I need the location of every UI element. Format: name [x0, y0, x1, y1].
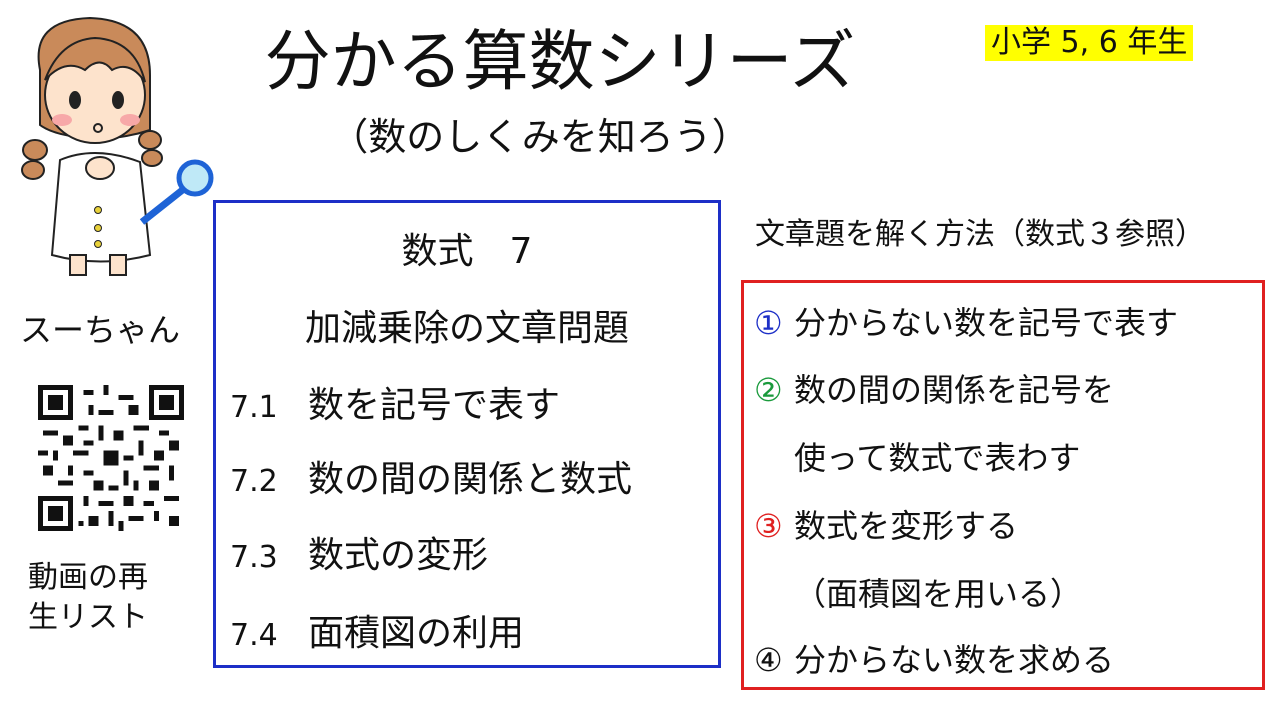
step-text: 使って数式で表わす — [794, 439, 1081, 477]
method-step-continued: （面積図を用いる） — [754, 571, 1082, 617]
step-marker: ① — [754, 304, 783, 342]
method-step: ② 数の間の関係を記号を — [754, 367, 1114, 413]
toc-box: 数式 7 加減乗除の文章問題 7.1 数を記号で表す 7.2 数の間の関係と数式 7… — [213, 200, 721, 668]
toc-heading-number: 数式 7 — [401, 231, 533, 272]
toc-item-number: 7.1 — [230, 390, 278, 425]
toc-item-text: 数の間の関係と数式 — [308, 459, 633, 500]
step-text: 数式を変形する — [794, 507, 1019, 545]
toc-item-number: 7.4 — [230, 618, 278, 653]
step-text: 分からない数を求める — [794, 641, 1115, 679]
method-step: ① 分からない数を記号で表す — [754, 300, 1178, 346]
method-box: ① 分からない数を記号で表す ② 数の間の関係を記号を 使って数式で表わす ③ 数式を… — [741, 280, 1265, 690]
playlist-label-line1: 動画の再 — [28, 560, 148, 595]
character-name: スーちゃん — [20, 311, 181, 349]
method-step: ④ 分からない数を求める — [754, 637, 1114, 683]
toc-item-text: 数式の変形 — [308, 535, 489, 576]
step-marker: ② — [754, 371, 783, 409]
toc-item[interactable]: 7.2 数の間の関係と数式 — [230, 455, 632, 507]
subtitle: （数のしくみを知ろう） — [330, 115, 750, 159]
step-text: 分からない数を記号で表す — [794, 304, 1179, 342]
toc-item[interactable]: 7.3 数式の変形 — [230, 531, 488, 583]
playlist-label: 動画の再 生リスト — [28, 558, 198, 638]
method-step-continued: 使って数式で表わす — [754, 435, 1080, 481]
toc-heading-title: 加減乗除の文章問題 — [304, 308, 629, 349]
method-heading: 文章題を解く方法（数式３参照） — [755, 217, 1205, 252]
playlist-label-line2: 生リスト — [28, 600, 148, 635]
step-marker: ③ — [754, 507, 783, 545]
toc-item[interactable]: 7.1 数を記号で表す — [230, 381, 560, 433]
toc-item[interactable]: 7.4 面積図の利用 — [230, 609, 524, 661]
step-marker: ④ — [754, 641, 783, 679]
toc-item-text: 数を記号で表す — [308, 385, 561, 426]
toc-item-text: 面積図の利用 — [308, 613, 525, 654]
grade-badge: 小学 5, 6 年生 — [985, 25, 1194, 61]
step-text: 数の間の関係を記号を — [794, 371, 1115, 409]
toc-item-number: 7.2 — [230, 464, 278, 499]
character-illustration — [21, 16, 214, 276]
main-title: 分かる算数シリーズ — [264, 23, 856, 100]
toc-item-number: 7.3 — [230, 540, 278, 575]
method-step: ③ 数式を変形する — [754, 503, 1018, 549]
step-text: （面積図を用いる） — [794, 575, 1083, 613]
qr-code-icon[interactable] — [38, 385, 184, 531]
